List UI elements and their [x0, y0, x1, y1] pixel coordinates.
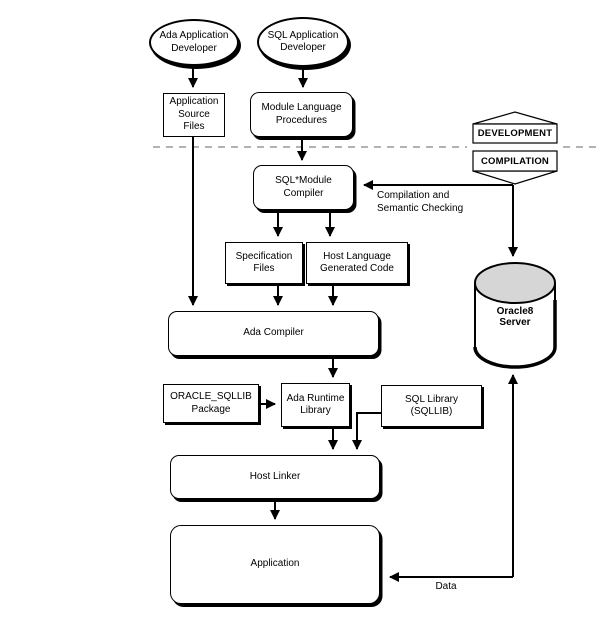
development-banner-shape [472, 111, 558, 144]
sql-developer-ellipse: SQL Application Developer [257, 17, 349, 67]
compilation-banner-label: COMPILATION [481, 155, 549, 167]
sql-module-compiler-box: SQL*Module Compiler [253, 165, 354, 210]
specification-files-box: Specification Files [225, 242, 303, 284]
application-source-files-box: Application Source Files [163, 93, 225, 137]
application-box: Application [170, 525, 380, 604]
data-label: Data [435, 581, 457, 592]
compilation-banner-shape [472, 150, 558, 185]
host-linker-box: Host Linker [170, 455, 380, 499]
sql-library-box: SQL Library (SQLLIB) [381, 385, 482, 427]
ada-compiler-box: Ada Compiler [168, 311, 379, 356]
compilation-semantic-checking-label: Compilation and Semantic Checking [377, 190, 464, 214]
arrow-sql-library-to-host-linker [352, 412, 381, 450]
host-language-generated-code-box: Host Language Generated Code [306, 242, 408, 284]
ada-developer-ellipse: Ada Application Developer [149, 19, 239, 66]
oracle8-server-label: Oracle8 Server [496, 306, 534, 328]
oracle8-server-cylinder [473, 262, 557, 369]
development-banner-label: DEVELOPMENT [477, 128, 553, 139]
module-language-procedures-box: Module Language Procedures [250, 92, 353, 137]
ada-runtime-library-box: Ada Runtime Library [281, 383, 350, 427]
oracle-sqllib-package-box: ORACLE_SQLLIB Package [163, 384, 259, 423]
